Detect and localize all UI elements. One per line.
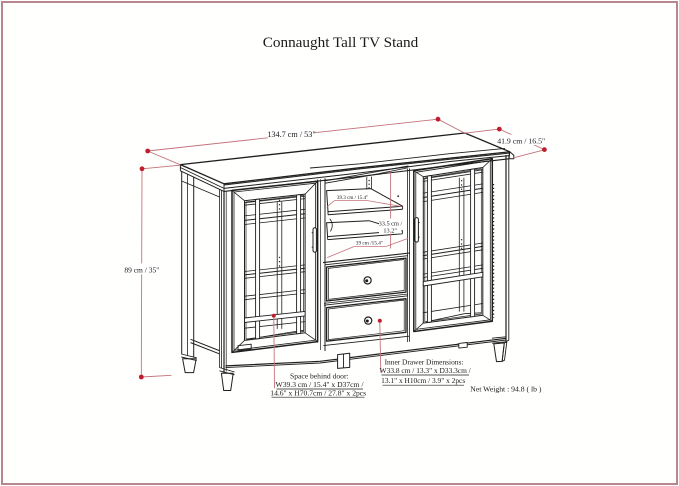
svg-text:Space behind door:: Space behind door: [290, 371, 349, 380]
svg-text:Inner Drawer Dimensions:: Inner Drawer Dimensions: [385, 358, 464, 367]
svg-text:33.5 cm /: 33.5 cm / [379, 221, 403, 228]
svg-text:W33.8 cm / 13.3" x D33.3cm /: W33.8 cm / 13.3" x D33.3cm / [380, 366, 472, 375]
svg-text:13.1" x H10cm / 3.9" x 2pcs: 13.1" x H10cm / 3.9" x 2pcs [381, 376, 465, 385]
svg-text:41.9 cm / 16.5": 41.9 cm / 16.5" [497, 136, 545, 145]
svg-text:Net Weight : 94.8 ( lb ): Net Weight : 94.8 ( lb ) [470, 385, 542, 394]
svg-text:W39.3 cm / 15.4" x D37cm /: W39.3 cm / 15.4" x D37cm / [276, 380, 365, 389]
svg-text:89 cm / 35": 89 cm / 35" [124, 266, 159, 275]
svg-text:39 cm /15.4": 39 cm /15.4" [356, 240, 383, 246]
svg-text:39.3 cm / 15.4": 39.3 cm / 15.4" [337, 195, 368, 201]
svg-text:Connaught Tall TV Stand: Connaught Tall TV Stand [263, 34, 419, 51]
svg-text:134.7 cm / 53": 134.7 cm / 53" [267, 130, 315, 139]
svg-text:13.2": 13.2" [383, 228, 397, 235]
svg-text:14.6" x H70.7cm / 27.8" x 2pcs: 14.6" x H70.7cm / 27.8" x 2pcs [270, 388, 366, 397]
